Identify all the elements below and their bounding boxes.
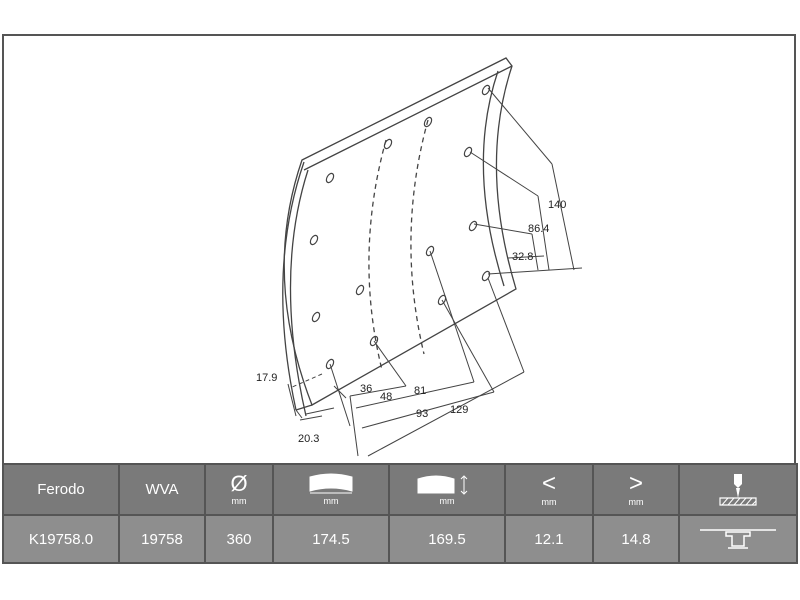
header-inner-width: mm <box>388 463 506 516</box>
dim-20-3: 20.3 <box>298 433 319 445</box>
rivet-hole <box>309 234 319 246</box>
value-wva: 19758 <box>118 514 206 564</box>
rivet-icon <box>700 529 776 549</box>
value-diameter: 360 <box>204 514 274 564</box>
spec-value-row: K19758.0 19758 360 174.5 169.5 12.1 14.8 <box>2 514 798 564</box>
dimension-labels: 140 86.4 32.8 17.9 20.3 36 48 81 93 129 <box>256 199 566 445</box>
dim-32-8: 32.8 <box>512 251 533 263</box>
rivet-hole <box>425 245 435 257</box>
value-rivet <box>678 514 798 564</box>
rivet-hole <box>369 335 379 347</box>
brake-lining-body <box>282 57 517 417</box>
bottom-dimensions <box>287 250 525 457</box>
value-inner-width: 169.5 <box>388 514 506 564</box>
dim-81: 81 <box>414 385 426 397</box>
dim-140: 140 <box>548 199 566 211</box>
unit-label: mm <box>541 497 557 507</box>
header-diameter: Ø mm <box>204 463 274 516</box>
header-outer-width: mm <box>272 463 390 516</box>
dim-17-9: 17.9 <box>256 372 277 384</box>
header-thickness-min: < mm <box>504 463 594 516</box>
lining-face-curve <box>482 70 505 287</box>
dim-36: 36 <box>360 383 372 395</box>
value-thickness-min: 12.1 <box>504 514 594 564</box>
value-thickness-max: 14.8 <box>592 514 680 564</box>
diameter-icon: Ø <box>230 471 248 496</box>
unit-label: mm <box>628 497 644 507</box>
value-brand: K19758.0 <box>2 514 120 564</box>
dim-129: 129 <box>450 404 468 416</box>
lining-outline <box>283 57 517 406</box>
rivet-hole <box>463 146 473 158</box>
right-dimensions <box>469 87 583 275</box>
header-drill <box>678 463 798 516</box>
value-outer-width: 174.5 <box>272 514 390 564</box>
outer-width-icon <box>309 473 353 494</box>
drill-icon <box>719 473 757 506</box>
rivet-hole <box>481 270 491 282</box>
lining-top-edge <box>303 65 513 171</box>
rivet-hole <box>325 172 335 184</box>
header-thickness-max: > mm <box>592 463 680 516</box>
rivet-hole <box>423 116 433 128</box>
unit-label: mm <box>231 496 247 506</box>
dim-93: 93 <box>416 408 428 420</box>
greater-than-icon: > <box>628 470 643 497</box>
rivet-row-dashed-1 <box>368 139 387 371</box>
rivet-hole <box>481 84 491 96</box>
spec-table: Ferodo WVA Ø mm mm mm <box>2 463 798 564</box>
inner-width-icon <box>417 475 468 495</box>
rivet-hole <box>355 284 365 296</box>
rivet-hole <box>468 220 478 232</box>
unit-label: mm <box>439 496 455 506</box>
lining-outer-curve <box>282 161 305 411</box>
unit-label: mm <box>323 496 339 506</box>
header-wva: WVA <box>118 463 206 516</box>
spec-header-row: Ferodo WVA Ø mm mm mm <box>2 463 798 516</box>
less-than-icon: < <box>541 470 556 497</box>
dim-86-4: 86.4 <box>528 223 549 235</box>
rivet-row-dashed-2 <box>410 119 429 355</box>
rivet-hole <box>383 138 393 150</box>
dim-48: 48 <box>380 391 392 403</box>
lining-inner-curve <box>289 169 309 417</box>
rivet-hole <box>325 358 335 370</box>
lining-bottom-edge <box>295 404 313 411</box>
header-brand: Ferodo <box>2 463 120 516</box>
brake-lining-drawing: 140 86.4 32.8 17.9 20.3 36 48 81 93 129 <box>256 57 583 457</box>
rivet-holes <box>309 84 491 370</box>
rivet-hole <box>311 311 321 323</box>
